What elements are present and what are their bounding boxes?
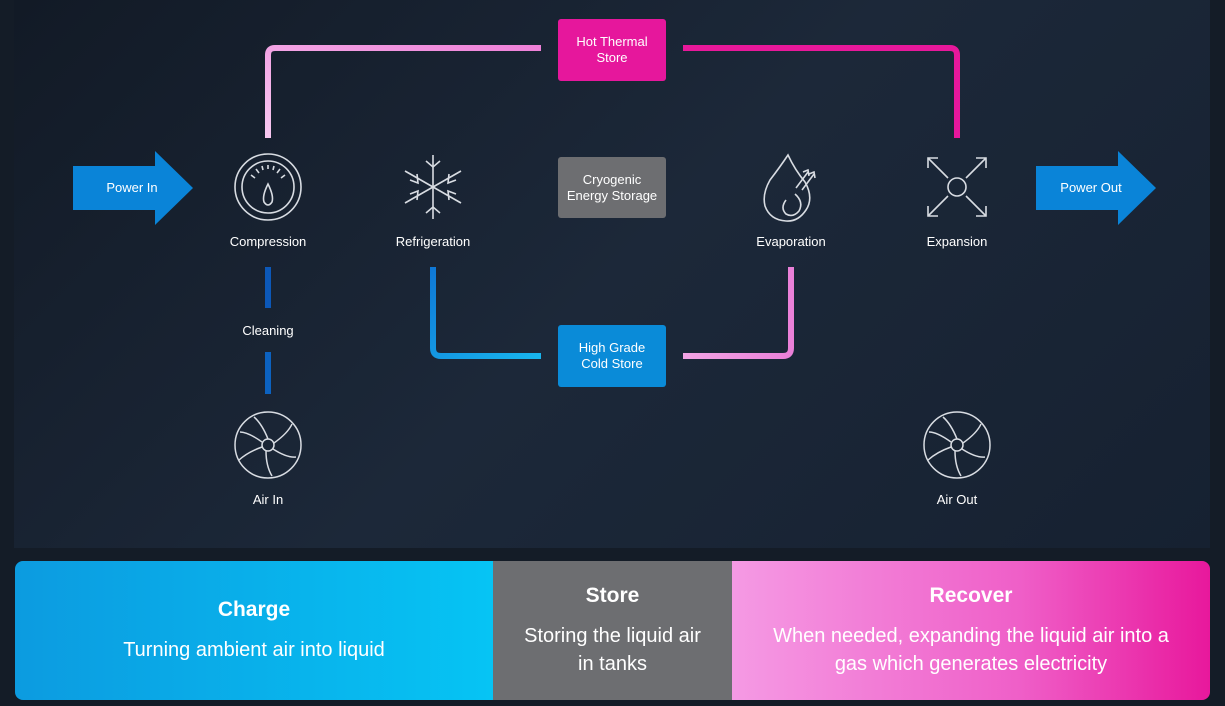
power-in-label: Power In bbox=[106, 180, 158, 195]
evaporation-label: Evaporation bbox=[756, 234, 826, 249]
recover-panel: Recover When needed, expanding the liqui… bbox=[732, 561, 1210, 700]
cleaning-label: Cleaning bbox=[242, 323, 294, 338]
store-description: Storing the liquid air in tanks bbox=[524, 624, 701, 675]
refrigeration-label: Refrigeration bbox=[395, 234, 471, 249]
fan-icon bbox=[234, 411, 302, 479]
expansion-icon bbox=[927, 157, 987, 217]
gauge-icon bbox=[234, 153, 302, 221]
diagram-panel bbox=[14, 0, 1210, 548]
connector-compression-hot-store bbox=[265, 45, 541, 138]
store-panel: Store Storing the liquid air in tanks bbox=[493, 561, 732, 700]
air-out-label: Air Out bbox=[936, 492, 978, 507]
charge-panel: Charge Turning ambient air into liquid bbox=[15, 561, 493, 700]
charge-title: Charge bbox=[217, 597, 291, 621]
cryogenic-energy-storage-box: Cryogenic Energy Storage bbox=[558, 157, 666, 218]
connector-refrigeration-cold-store bbox=[430, 267, 541, 359]
power-in-arrow bbox=[73, 151, 193, 225]
flame-icon bbox=[763, 153, 816, 222]
compression-label: Compression bbox=[229, 234, 307, 249]
power-out-arrow bbox=[1036, 151, 1156, 225]
cold-store-box: High Grade Cold Store bbox=[558, 325, 666, 387]
charge-description: Turning ambient air into liquid bbox=[123, 638, 385, 661]
fan-icon bbox=[923, 411, 991, 479]
snowflake-icon bbox=[404, 155, 462, 219]
connector-hot-store-expansion bbox=[683, 45, 960, 138]
recover-description: When needed, expanding the liquid air in… bbox=[773, 624, 1169, 675]
connector-cold-store-evaporation bbox=[683, 267, 794, 359]
air-in-label: Air In bbox=[252, 492, 284, 507]
store-title: Store bbox=[585, 583, 640, 607]
recover-title: Recover bbox=[929, 583, 1013, 607]
expansion-label: Expansion bbox=[926, 234, 988, 249]
hot-thermal-store-box: Hot Thermal Store bbox=[558, 19, 666, 81]
power-out-label: Power Out bbox=[1060, 180, 1122, 195]
